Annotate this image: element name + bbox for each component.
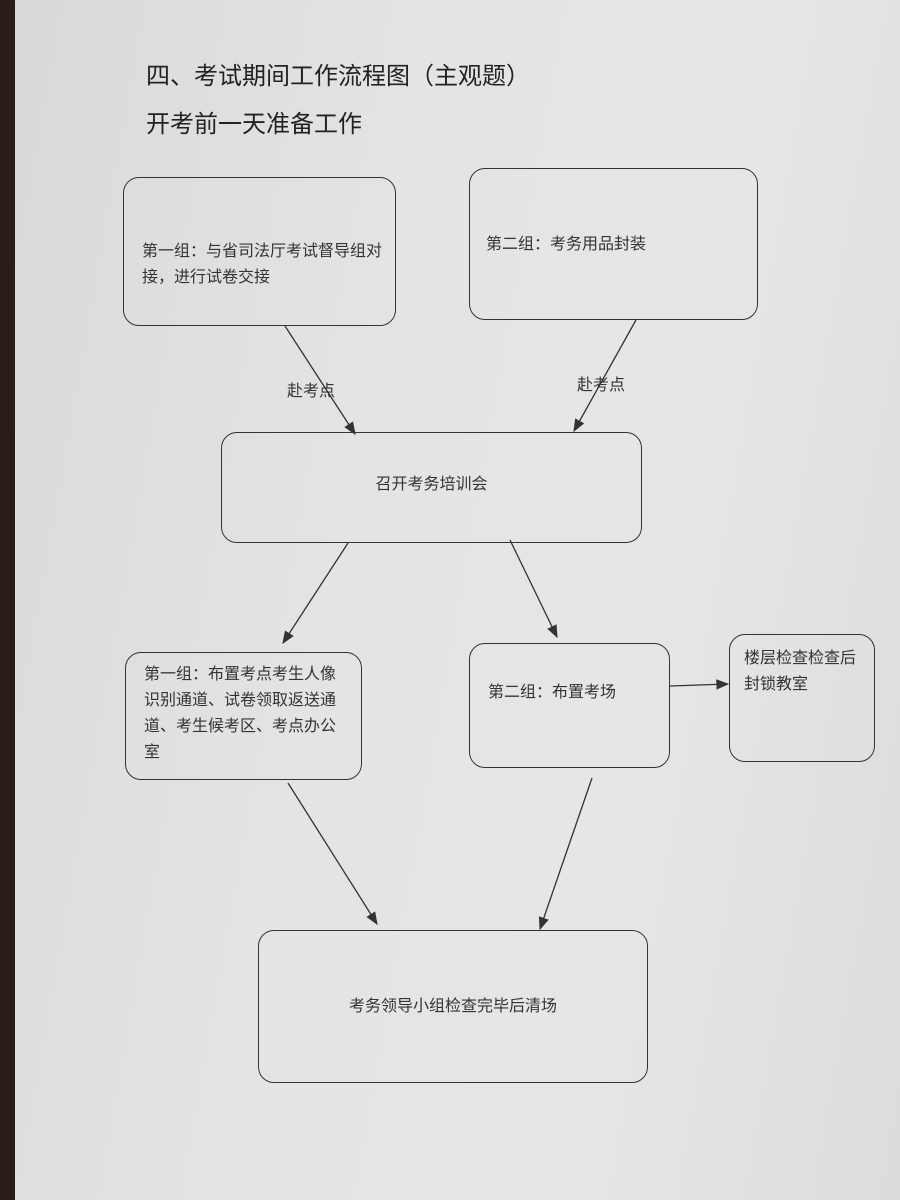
node-training: 召开考务培训会 xyxy=(221,432,642,543)
edge-label-right: 赴考点 xyxy=(577,375,626,394)
background-edge xyxy=(0,0,15,1200)
node-floor-check: 楼层检查检查后封锁教室 xyxy=(729,634,875,762)
arrow-g2-to-final xyxy=(538,777,593,931)
arrow-training-to-g2 xyxy=(509,539,558,639)
node-group1-handover: 第一组：与省司法厅考试督导组对接，进行试卷交接 xyxy=(123,177,396,326)
node-group2-setup: 第二组：布置考场 xyxy=(469,643,670,768)
arrow-g2-to-floor xyxy=(669,679,730,690)
edge-label-left: 赴考点 xyxy=(287,381,336,400)
section-subtitle: 开考前一天准备工作 xyxy=(146,110,362,138)
arrow-b-to-training xyxy=(573,319,637,433)
document-title: 四、考试期间工作流程图（主观题） xyxy=(146,62,530,90)
node-group2-seal: 第二组：考务用品封装 xyxy=(469,168,758,320)
arrow-training-to-g1 xyxy=(282,542,349,645)
node-group1-setup: 第一组：布置考点考生人像识别通道、试卷领取返送通道、考生候考区、考点办公室 xyxy=(125,652,362,780)
node-final-check: 考务领导小组检查完毕后清场 xyxy=(258,930,648,1083)
arrow-g1-to-final xyxy=(287,782,378,926)
arrow-a-to-training xyxy=(284,325,356,436)
